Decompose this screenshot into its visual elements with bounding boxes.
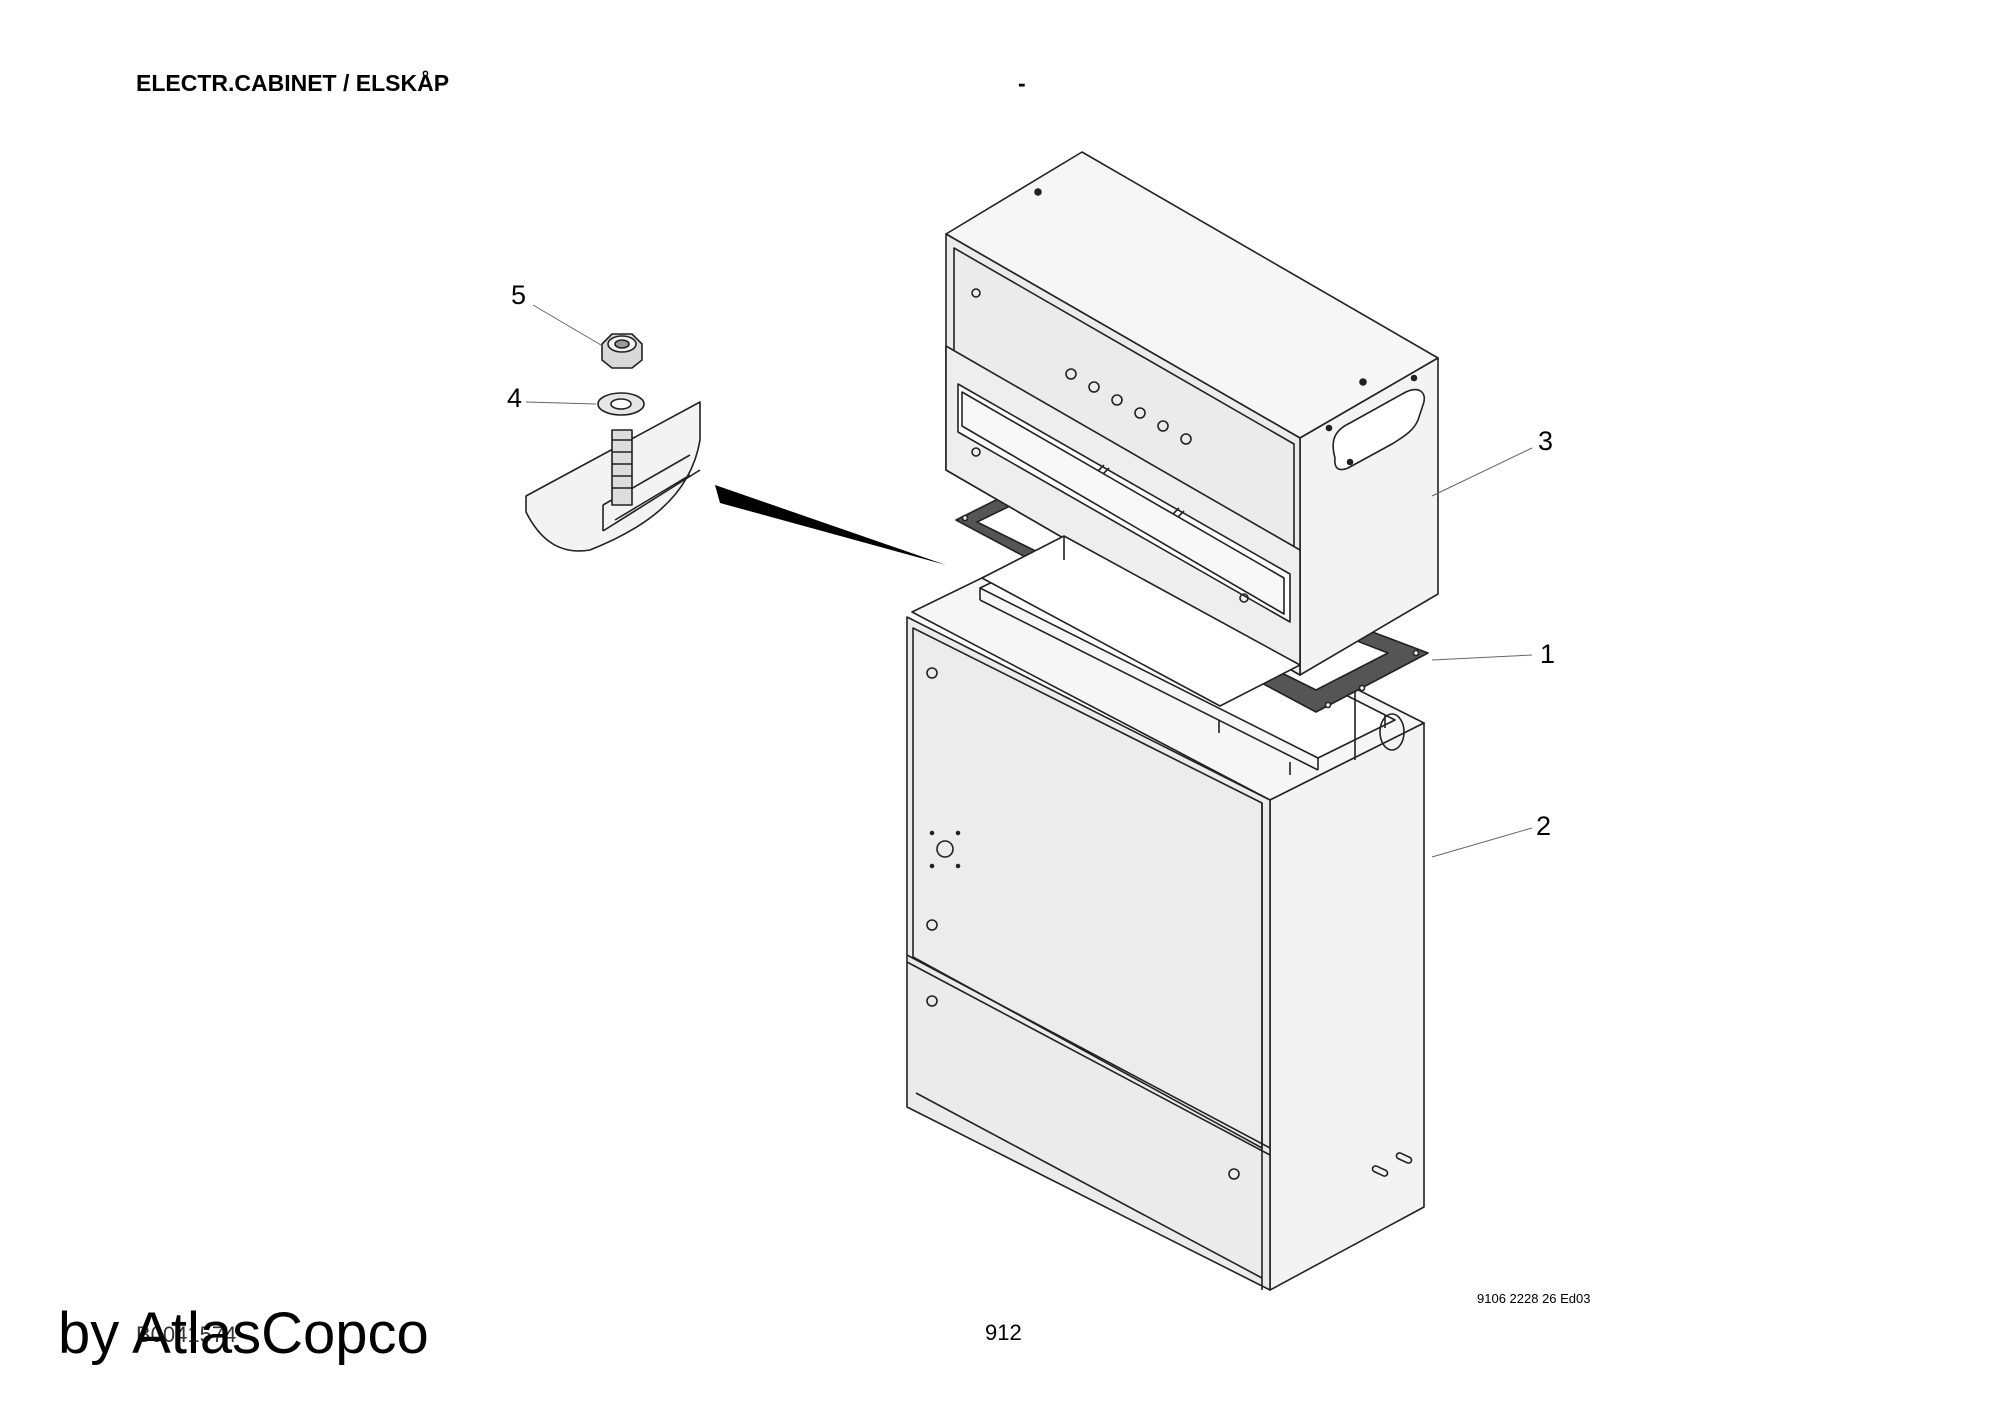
document-id: B0041574 <box>136 1322 237 1347</box>
page-title: ELECTR.CABINET / ELSKÅP <box>136 70 450 96</box>
lock-icon <box>936 840 954 858</box>
callout-2: 2 <box>1536 811 1551 841</box>
callout-3: 3 <box>1538 426 1553 456</box>
detail-pointer <box>715 485 946 565</box>
detail-inset <box>525 333 701 552</box>
lower-cabinet <box>906 539 1425 1291</box>
callout-1: 1 <box>1540 639 1555 669</box>
page-number: 912 <box>985 1320 1022 1345</box>
stud <box>611 429 633 506</box>
lower-cabinet-side <box>1269 722 1425 1291</box>
callout-5: 5 <box>511 280 526 310</box>
upper-cabinet <box>945 151 1439 707</box>
callout-4: 4 <box>507 383 522 413</box>
brand-watermark: by AtlasCopco <box>58 1301 429 1366</box>
drawing-code: 9106 2228 26 Ed03 <box>1477 1291 1591 1306</box>
header-dash: - <box>1018 70 1026 96</box>
